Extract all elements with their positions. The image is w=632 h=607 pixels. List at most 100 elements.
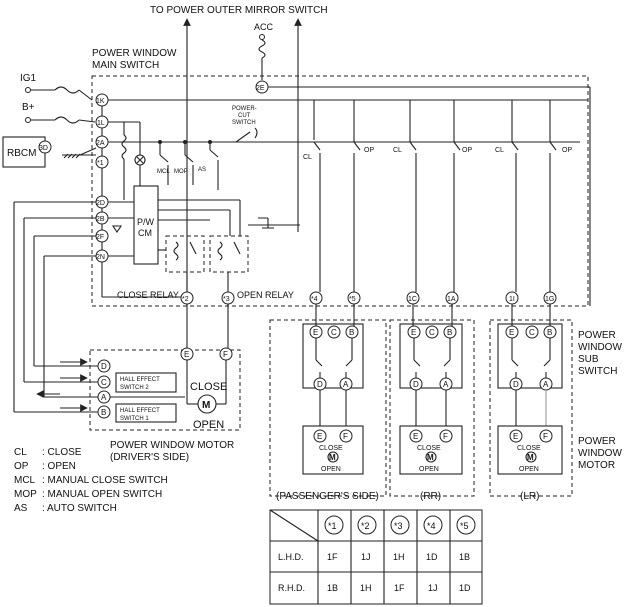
svg-text:M: M (527, 453, 534, 462)
svg-text:E: E (313, 328, 318, 337)
acc-label: ACC (254, 22, 274, 32)
table-header-4: *5 (460, 521, 469, 531)
svg-text:F: F (343, 432, 348, 441)
diode-icon (111, 225, 123, 233)
terminal-star1: *1 (95, 155, 109, 169)
svg-text:2F: 2F (96, 234, 104, 241)
svg-text:CLOSE: CLOSE (417, 445, 441, 452)
pw-motor-label-1: POWER (578, 436, 616, 447)
terminal-1L: 1L (95, 115, 109, 129)
terminal-1A: 1A (445, 291, 459, 305)
svg-text:*5: *5 (349, 296, 356, 303)
legend-abbr-0: CL (14, 447, 27, 458)
terminal-2F: 2F (95, 229, 109, 243)
sub-switch-label-3: SUB (578, 354, 599, 365)
svg-text:E: E (317, 432, 322, 441)
table-header-2: *3 (394, 521, 403, 531)
svg-text:2B: 2B (96, 216, 105, 223)
table-cell-1-3: 1J (428, 583, 438, 593)
terminal-C: C (97, 375, 111, 389)
cl-label-3: CL (495, 147, 504, 154)
rr-sub-switch: E C B D A E F M CLOSE OPEN (399, 323, 463, 475)
mcl-label: MCL (157, 169, 170, 175)
op-label-3: OP (562, 147, 572, 154)
ig1-label: IG1 (20, 73, 37, 84)
driver-close-label: CLOSE (190, 381, 227, 393)
terminal-1K: 1K (95, 93, 109, 107)
terminal-3D: 3D (38, 140, 52, 154)
driver-motor-enclosure (89, 349, 241, 431)
table-header-1: *2 (361, 521, 370, 531)
table-cell-0-4: 1B (459, 552, 470, 562)
svg-text:E: E (513, 432, 518, 441)
terminal-F-driver: F (219, 347, 233, 361)
svg-text:*4: *4 (311, 296, 318, 303)
svg-text:B: B (547, 328, 552, 337)
svg-text:B: B (101, 408, 106, 417)
svg-text:M: M (202, 400, 210, 411)
table-cell-1-0: 1B (327, 583, 338, 593)
svg-text:D: D (513, 380, 519, 389)
terminal-star3: *3 (221, 291, 235, 305)
legend-abbr-4: AS (14, 503, 28, 514)
svg-text:M: M (329, 453, 336, 462)
svg-text:C: C (331, 328, 337, 337)
svg-text:1G: 1G (545, 296, 554, 303)
terminal-B: B (97, 405, 111, 419)
power-cut-switch (235, 127, 258, 143)
svg-text:CLOSE: CLOSE (319, 445, 343, 452)
legend-desc-1: : OPEN (42, 461, 76, 472)
svg-text:2N: 2N (96, 254, 105, 261)
hall1-label-1: HALL EFFECT (120, 408, 160, 414)
table-header-3: *4 (427, 521, 436, 531)
switch-mcl (159, 142, 169, 185)
svg-text:1A: 1A (447, 296, 456, 303)
sub-switch-label-1: POWER (578, 330, 616, 341)
terminal-star5: *5 (347, 291, 361, 305)
main-switch-label-1: POWER WINDOW (92, 48, 177, 59)
table-row-label-0: L.H.D. (278, 552, 304, 562)
table-cell-0-0: 1F (327, 552, 338, 562)
terminal-1C: 1C (406, 291, 420, 305)
svg-text:2D: 2D (96, 200, 105, 207)
terminal-2A: 2A (95, 135, 109, 149)
lr-sub-switch: E C B D A E F M CLOSE OPEN (497, 323, 563, 475)
svg-text:*3: *3 (223, 296, 230, 303)
rr-enclosure (389, 319, 475, 497)
close-relay-box (165, 235, 205, 273)
power-cut-label-2: CUT (238, 113, 251, 119)
passenger-label: (PASSENGER'S SIDE) (276, 491, 379, 502)
svg-text:B: B (447, 328, 452, 337)
svg-text:E: E (184, 350, 189, 359)
ground-icon (63, 153, 81, 159)
svg-text:2A: 2A (96, 140, 105, 147)
legend: CL : CLOSE OP : OPEN MCL : MANUAL CLOSE … (14, 447, 168, 514)
svg-text:A: A (543, 380, 549, 389)
svg-text:C: C (529, 328, 535, 337)
main-switch-enclosure (91, 75, 589, 307)
svg-text:A: A (443, 380, 449, 389)
driver-motor-label-1: POWER WINDOW MOTOR (110, 440, 234, 451)
hall2-label-2: SWITCH 2 (120, 385, 149, 391)
close-relay-label: CLOSE RELAY (117, 290, 179, 300)
svg-text:F: F (223, 350, 228, 359)
svg-text:OPEN: OPEN (321, 466, 341, 473)
terminal-A: A (97, 390, 111, 404)
lr-label: (LR) (520, 491, 539, 502)
terminal-1G: 1G (543, 291, 557, 305)
bplus-fuse (54, 116, 80, 124)
terminal-1I: 1I (505, 291, 519, 305)
bplus-label: B+ (22, 102, 35, 113)
mirror-switch-label: TO POWER OUTER MIRROR SWITCH (150, 5, 328, 16)
terminal-E-driver: E (180, 347, 194, 361)
legend-desc-4: : AUTO SWITCH (42, 503, 117, 514)
svg-text:B: B (349, 328, 354, 337)
table-row-label-1: R.H.D. (278, 583, 305, 593)
sub-switch-label-4: SWITCH (578, 366, 617, 377)
rr-label: (RR) (420, 491, 441, 502)
driver-open-label: OPEN (193, 419, 224, 431)
rbcm-label: RBCM (7, 148, 36, 159)
svg-text:D: D (413, 380, 419, 389)
svg-text:2E: 2E (256, 85, 265, 92)
table-cell-0-3: 1D (426, 552, 438, 562)
